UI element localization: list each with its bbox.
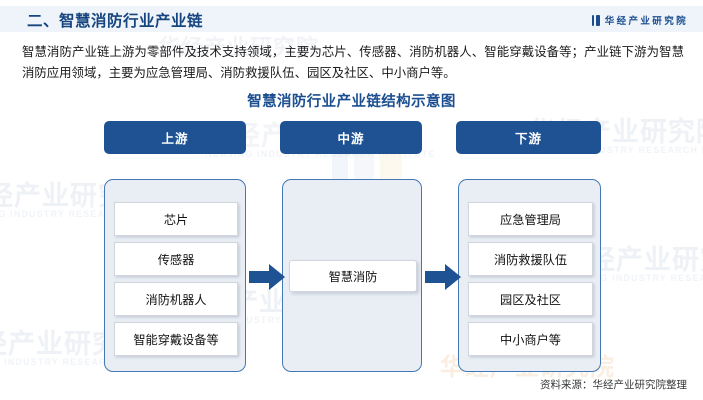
industry-chain-diagram: 上游 中游 下游 芯片 传感器 消防机器人 智能穿戴设备等 智慧消防 应急管理局…	[0, 118, 703, 378]
column-header-midstream: 中游	[280, 121, 422, 154]
list-item: 智能穿戴设备等	[114, 322, 238, 356]
source-note: 资料来源：华经产业研究院整理	[540, 379, 687, 391]
brand-name: 华经产业研究院	[604, 16, 688, 27]
intro-paragraph: 智慧消防产业链上游为零部件及技术支持领域，主要为芯片、传感器、消防机器人、智能穿…	[22, 45, 684, 80]
arrow-right-icon	[249, 264, 285, 290]
brand-logo: 华经产业研究院	[591, 13, 688, 27]
column-header-downstream: 下游	[456, 121, 601, 154]
list-item: 应急管理局	[468, 202, 593, 236]
chart-title: 智慧消防行业产业链结构示意图	[247, 94, 456, 110]
panel-midstream: 智慧消防	[282, 179, 422, 372]
page-title: 二、智慧消防行业产业链	[27, 13, 204, 30]
column-header-upstream: 上游	[104, 121, 246, 154]
page-header: 二、智慧消防行业产业链 华经产业研究院	[0, 6, 703, 32]
list-item: 中小商户等	[468, 322, 593, 356]
list-item: 消防机器人	[114, 282, 238, 316]
list-item: 传感器	[114, 242, 238, 276]
bars-logo-icon	[591, 14, 600, 26]
panel-downstream: 应急管理局 消防救援队伍 园区及社区 中小商户等	[458, 179, 601, 372]
list-item: 园区及社区	[468, 282, 593, 316]
list-item: 芯片	[114, 202, 238, 236]
arrow-right-icon	[425, 264, 461, 290]
panel-upstream: 芯片 传感器 消防机器人 智能穿戴设备等	[104, 179, 246, 372]
list-item: 智慧消防	[289, 260, 417, 292]
list-item: 消防救援队伍	[468, 242, 593, 276]
